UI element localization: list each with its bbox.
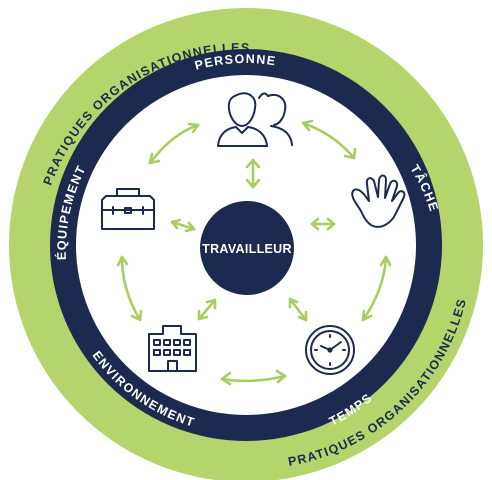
arrow-center-personne	[245, 158, 261, 189]
hand-icon	[351, 174, 406, 228]
arrow-personne-tache	[301, 119, 357, 160]
clock-icon	[305, 325, 355, 375]
arrow-center-environnement	[197, 298, 217, 321]
arrow-center-equipement	[170, 218, 196, 233]
toolbox-icon	[101, 188, 155, 230]
arrow-environnement-equipement	[116, 255, 143, 322]
people-icon	[217, 92, 293, 147]
building-icon	[148, 325, 197, 372]
center-circle	[200, 201, 294, 295]
center-label: TRAVAILLEUR	[202, 242, 292, 256]
arrow-personne-equipement	[148, 122, 200, 165]
arrow-tache-temps	[361, 255, 392, 322]
arrow-center-tache	[310, 217, 336, 231]
arrow-center-temps	[288, 297, 308, 322]
arrow-temps-environnement	[220, 369, 287, 386]
